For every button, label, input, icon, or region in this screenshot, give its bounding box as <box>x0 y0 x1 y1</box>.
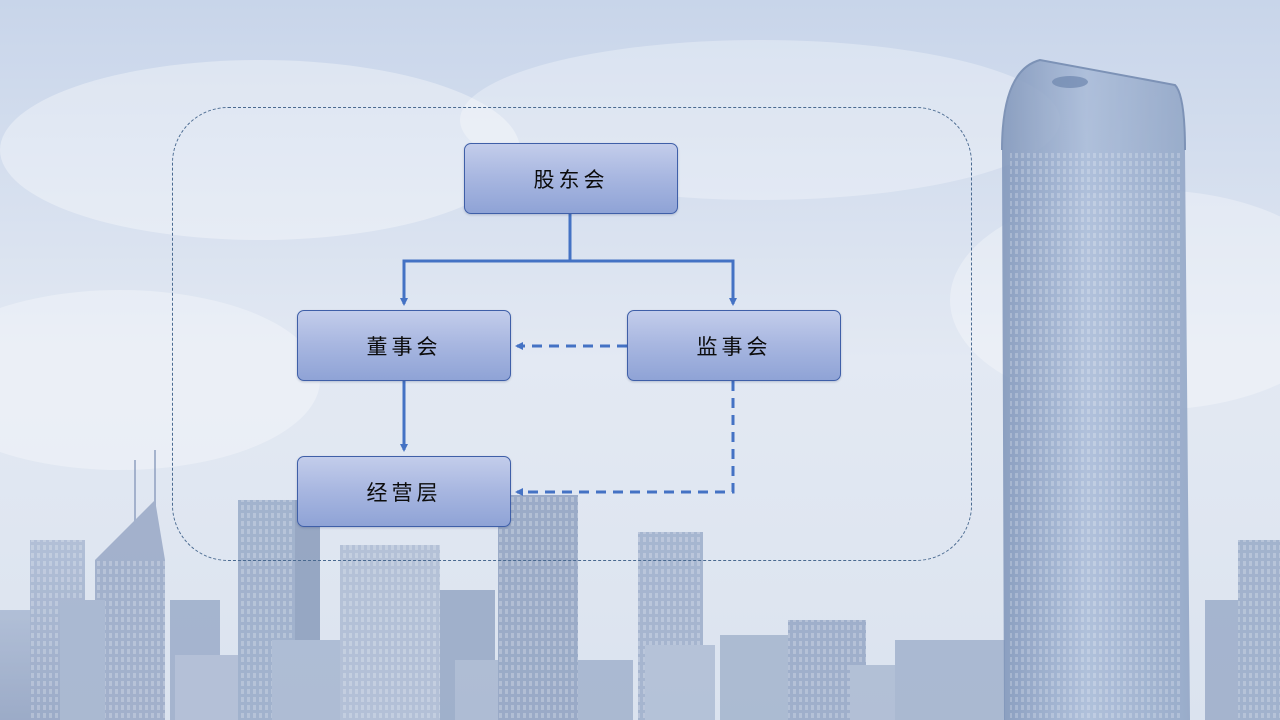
node-label: 监事会 <box>696 334 772 359</box>
node-management: 经营层 <box>297 456 511 527</box>
node-label: 股东会 <box>533 167 609 192</box>
node-shareholders-meeting: 股东会 <box>464 143 678 214</box>
node-board-of-directors: 董事会 <box>297 310 511 381</box>
node-label: 经营层 <box>366 480 442 505</box>
node-label: 董事会 <box>366 334 442 359</box>
node-supervisory-board: 监事会 <box>627 310 841 381</box>
org-chart-frame <box>172 107 972 561</box>
